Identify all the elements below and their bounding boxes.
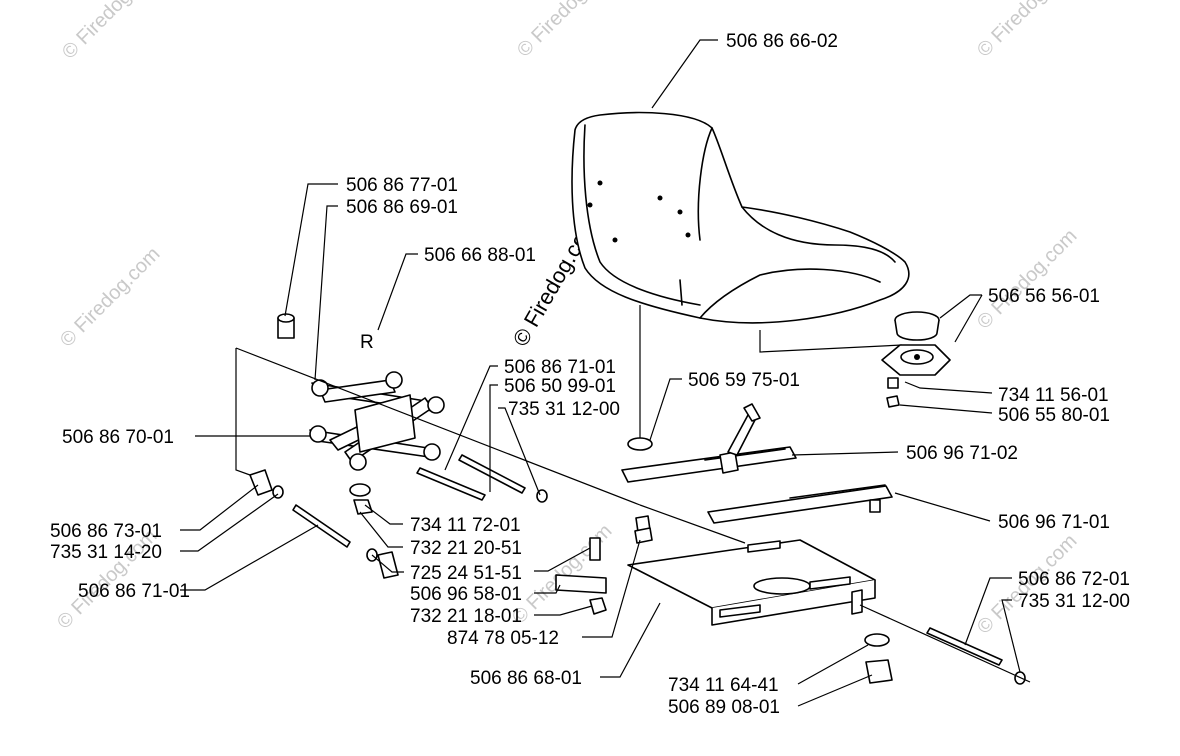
- part-label: 506 96 58-01: [410, 584, 522, 605]
- part-label: 874 78 05-12: [447, 628, 559, 649]
- bracket-hardware: [555, 515, 653, 615]
- part-label: 506 86 66-02: [726, 31, 838, 52]
- seat-shell: [571, 111, 910, 324]
- part-label: 734 11 72-01: [410, 515, 521, 536]
- mounting-plate: [627, 539, 876, 626]
- bumper-assembly: [881, 311, 951, 408]
- scissor-linkage: [309, 371, 445, 471]
- part-label: 506 86 68-01: [470, 668, 582, 689]
- marker-r: R: [360, 332, 374, 353]
- part-label: 734 11 56-01: [998, 385, 1109, 406]
- part-label: 506 96 71-02: [906, 443, 1018, 464]
- part-label: 506 55 80-01: [998, 405, 1110, 426]
- part-label: 506 86 70-01: [62, 427, 174, 448]
- watermark: © Firedog.com: [973, 225, 1082, 334]
- part-label: 506 59 75-01: [688, 370, 800, 391]
- part-label: 735 31 12-00: [1018, 591, 1130, 612]
- part-label: 506 66 88-01: [424, 245, 536, 266]
- seat-mount-lines: [639, 305, 903, 440]
- part-label: 732 21 18-01: [410, 606, 522, 627]
- part-label: 506 50 99-01: [504, 376, 616, 397]
- seat-slide-rails: [621, 403, 893, 524]
- watermark: © Firedog.com: [973, 0, 1082, 62]
- part-label: 506 86 77-01: [346, 175, 458, 196]
- part-labels: 506 86 66-02 506 86 77-01 506 86 69-01 5…: [50, 31, 1130, 718]
- part-label: 506 86 72-01: [1018, 569, 1130, 590]
- part-label: 506 96 71-01: [998, 512, 1110, 533]
- part-label: 725 24 51-51: [410, 563, 522, 584]
- dashed-axis-lines: [235, 347, 1031, 683]
- leader-lines: [180, 39, 1021, 707]
- part-label: 506 86 73-01: [50, 521, 162, 542]
- part-label: 734 11 64-41: [668, 675, 779, 696]
- part-label: 732 21 20-51: [410, 538, 522, 559]
- part-label: 506 86 71-01: [78, 581, 190, 602]
- part-label: 506 86 71-01: [504, 357, 616, 378]
- part-label: 735 31 12-00: [508, 399, 620, 420]
- marker-letter: R: [360, 332, 374, 353]
- part-label: 506 89 08-01: [668, 697, 780, 718]
- part-label: 506 56 56-01: [988, 286, 1100, 307]
- part-label: 735 31 14-20: [50, 542, 162, 563]
- watermark: © Firedog.com: [513, 0, 622, 62]
- watermark: © Firedog.com: [56, 243, 165, 352]
- watermark: © Firedog.com: [58, 0, 167, 64]
- part-label: 506 86 69-01: [346, 197, 458, 218]
